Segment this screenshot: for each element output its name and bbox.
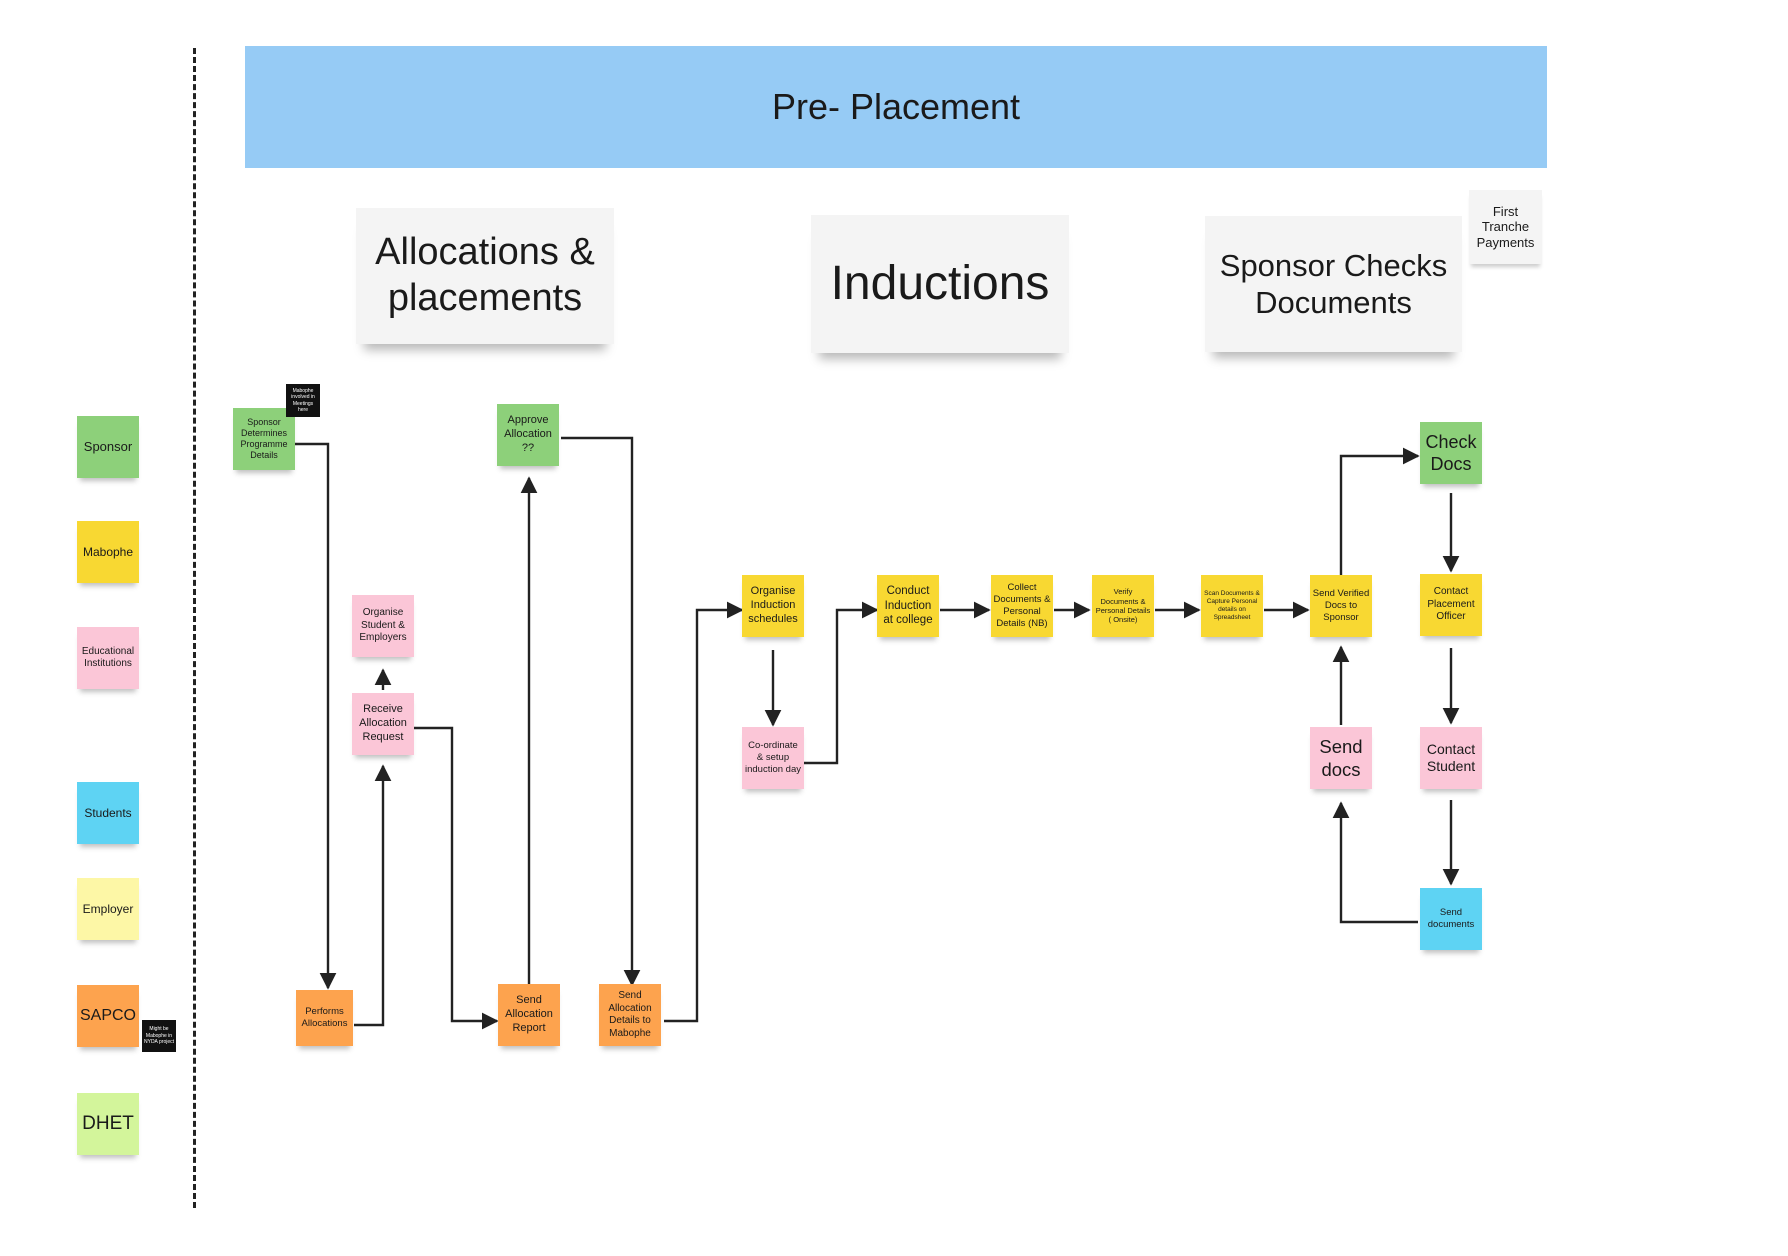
legend-label: DHET xyxy=(82,1113,134,1135)
section-sponsor-checks[interactable]: Sponsor Checks Documents xyxy=(1205,216,1462,352)
node-label: Send docs xyxy=(1319,735,1363,780)
legend-employer[interactable]: Employer xyxy=(77,878,139,940)
node-sponsor-determines[interactable]: Sponsor Determines Programme Details xyxy=(233,408,295,470)
arrow-send-documents-to-send-docs xyxy=(1332,801,1418,924)
note-first-tranche-label: First Tranche Payments xyxy=(1476,203,1535,250)
node-organise-student[interactable]: Organise Student & Employers xyxy=(352,595,414,657)
node-label: Performs Allocations xyxy=(301,1006,348,1029)
node-label: Organise Student & Employers xyxy=(359,607,407,644)
node-scan-documents[interactable]: Scan Documents & Capture Personal detail… xyxy=(1201,575,1263,637)
section-inductions[interactable]: Inductions xyxy=(811,215,1069,353)
node-label: Receive Allocation Request xyxy=(359,703,407,743)
node-send-details[interactable]: Send Allocation Details to Mabophe xyxy=(599,984,661,1046)
node-label: Verify Documents & Personal Details ( On… xyxy=(1095,587,1151,625)
legend-mabophe[interactable]: Mabophe xyxy=(77,521,139,583)
note-mabophe-meetings[interactable]: Mabophe involved in Meetings here xyxy=(286,384,320,417)
node-coordinate-day[interactable]: Co-ordinate & setup induction day xyxy=(742,727,804,789)
section-allocations-label: Allocations & placements xyxy=(375,231,595,319)
node-contact-officer[interactable]: Contact Placement Officer xyxy=(1420,574,1482,636)
node-label: Conduct Induction at college xyxy=(883,585,933,627)
legend-note-sapco[interactable]: Might be Mabophe in NYDA project xyxy=(142,1020,176,1052)
legend-dhet[interactable]: DHET xyxy=(77,1093,139,1155)
node-label: Check Docs xyxy=(1425,431,1477,475)
section-inductions-label: Inductions xyxy=(830,257,1050,311)
note-label: Mabophe involved in Meetings here xyxy=(291,387,315,414)
arrow-receive-to-report xyxy=(414,726,499,1030)
node-label: Sponsor Determines Programme Details xyxy=(240,416,288,461)
legend-students[interactable]: Students xyxy=(77,782,139,844)
legend-label: Sponsor xyxy=(83,438,133,454)
section-allocations[interactable]: Allocations & placements xyxy=(356,208,614,344)
node-label: Co-ordinate & setup induction day xyxy=(745,740,801,775)
legend-label: SAPCO xyxy=(79,1007,136,1024)
node-label: Organise Induction schedules xyxy=(748,585,798,625)
section-sponsor-checks-label: Sponsor Checks Documents xyxy=(1219,247,1448,320)
phase-title: Pre- Placement xyxy=(771,86,1021,127)
node-approve-allocation[interactable]: Approve Allocation ?? xyxy=(497,404,559,466)
legend-sapco[interactable]: SAPCO xyxy=(77,985,139,1047)
node-label: Send documents xyxy=(1427,907,1475,930)
arrow-sponsor-to-performs xyxy=(295,442,337,990)
node-send-report[interactable]: Send Allocation Report xyxy=(498,984,560,1046)
node-verify-documents[interactable]: Verify Documents & Personal Details ( On… xyxy=(1092,575,1154,637)
legend-label: Mabophe xyxy=(82,544,134,559)
arrow-coordinate-to-conduct xyxy=(804,601,879,765)
legend-educational-institutions[interactable]: Educational Institutions xyxy=(77,627,139,689)
node-conduct-induction[interactable]: Conduct Induction at college xyxy=(877,575,939,637)
legend-sponsor[interactable]: Sponsor xyxy=(77,416,139,478)
node-label: Contact Placement Officer xyxy=(1427,586,1475,623)
node-collect-documents[interactable]: Collect Documents & Personal Details (NB… xyxy=(991,575,1053,637)
node-organise-induction[interactable]: Organise Induction schedules xyxy=(742,575,804,637)
arrow-performs-to-receive xyxy=(354,764,392,1027)
legend-label: Students xyxy=(84,805,132,820)
node-label: Send Allocation Details to Mabophe xyxy=(608,990,652,1039)
swimlane-divider xyxy=(193,48,196,1208)
node-label: Collect Documents & Personal Details (NB… xyxy=(993,582,1051,629)
arrow-details-to-organise-induction xyxy=(664,601,744,1023)
node-contact-student[interactable]: Contact Student xyxy=(1420,727,1482,789)
arrow-send-verified-to-check xyxy=(1339,447,1420,575)
node-label: Send Allocation Report xyxy=(505,994,553,1034)
arrow-approve-to-details xyxy=(561,436,641,987)
node-label: Contact Student xyxy=(1426,740,1476,775)
note-first-tranche[interactable]: First Tranche Payments xyxy=(1469,190,1542,264)
node-send-documents[interactable]: Send documents xyxy=(1420,888,1482,950)
node-check-docs[interactable]: Check Docs xyxy=(1420,422,1482,484)
phase-banner: Pre- Placement xyxy=(245,46,1547,168)
node-performs-allocations[interactable]: Performs Allocations xyxy=(296,990,353,1046)
node-label: Approve Allocation ?? xyxy=(504,414,552,454)
node-receive-request[interactable]: Receive Allocation Request xyxy=(352,693,414,755)
legend-label: Employer xyxy=(82,901,134,916)
node-label: Send Verified Docs to Sponsor xyxy=(1312,588,1370,623)
node-label: Scan Documents & Capture Personal detail… xyxy=(1204,589,1260,622)
legend-note-label: Might be Mabophe in NYDA project xyxy=(144,1026,175,1046)
legend-label: Educational Institutions xyxy=(81,645,135,670)
node-send-docs[interactable]: Send docs xyxy=(1310,727,1372,789)
node-send-verified[interactable]: Send Verified Docs to Sponsor xyxy=(1310,575,1372,637)
